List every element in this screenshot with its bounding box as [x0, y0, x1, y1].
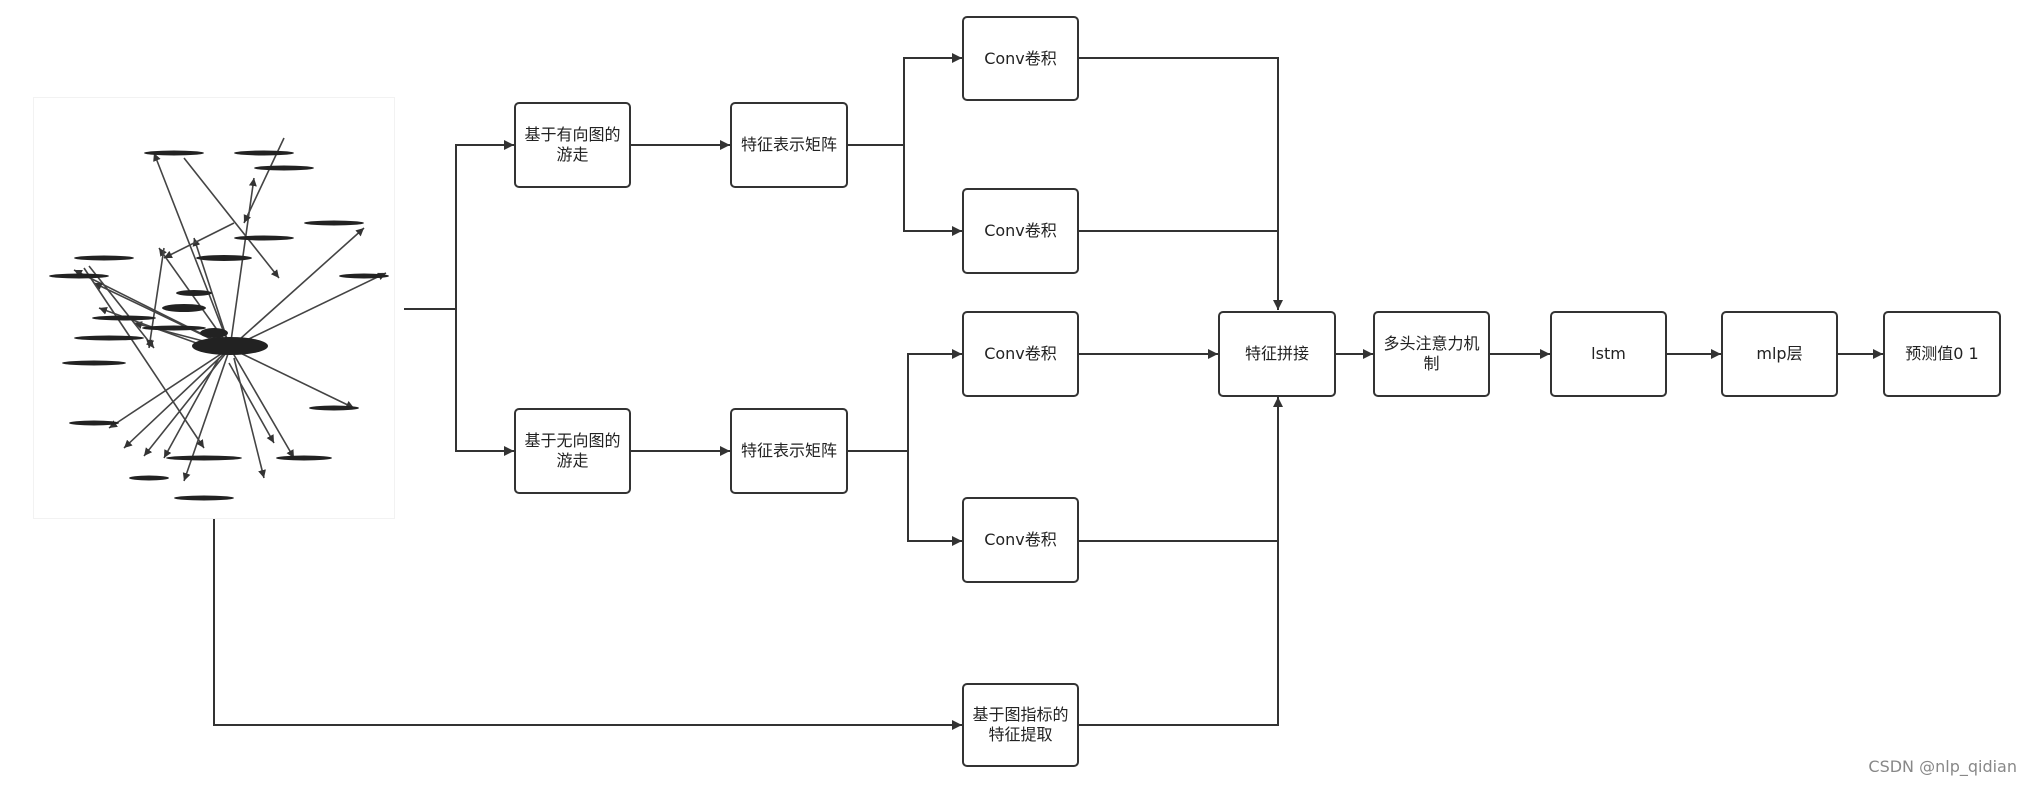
- feature-matrix-node-1[interactable]: 特征表示矩阵: [730, 102, 848, 188]
- conv-node-1[interactable]: Conv卷积: [962, 16, 1079, 101]
- walk-undirected-label: 基于无向图的游走: [524, 431, 621, 470]
- prediction-node[interactable]: 预测值0 1: [1883, 311, 2001, 397]
- lstm-label: lstm: [1591, 344, 1626, 363]
- feature-matrix-label-1: 特征表示矩阵: [740, 135, 837, 154]
- feature-concat-label: 特征拼接: [1244, 344, 1309, 363]
- edge-metric-to-concat: [1079, 397, 1283, 726]
- network-graph-drawing: [49, 137, 389, 501]
- feature-matrix-label-2: 特征表示矩阵: [740, 441, 837, 460]
- edge-split-to-walk-directed: [455, 140, 514, 309]
- prediction-label: 预测值0 1: [1905, 344, 1979, 363]
- conv-label-1: Conv卷积: [984, 48, 1057, 68]
- edge-matrix1-to-conv1: [848, 53, 962, 146]
- graph-metric-feature-label: 基于图指标的特征提取: [972, 705, 1069, 744]
- multi-head-attention-node[interactable]: 多头注意力机制: [1373, 311, 1490, 397]
- conv-label-2: Conv卷积: [984, 221, 1057, 240]
- conv-label-3: Conv卷积: [984, 344, 1057, 363]
- conv-node-2[interactable]: Conv卷积: [962, 188, 1079, 274]
- graph-metric-feature-node[interactable]: 基于图指标的特征提取: [962, 683, 1079, 767]
- walk-directed-label: 基于有向图的游走: [524, 125, 621, 164]
- conv-label-4: Conv卷积: [984, 530, 1057, 549]
- edge-split-to-walk-undirected: [455, 309, 514, 456]
- edge-matrix2-to-conv3: [848, 349, 962, 452]
- walk-directed-node[interactable]: 基于有向图的游走: [514, 102, 631, 188]
- csdn-watermark: CSDN @nlp_qidian: [1868, 757, 2017, 776]
- lstm-node[interactable]: lstm: [1550, 311, 1667, 397]
- conv-node-4[interactable]: Conv卷积: [962, 497, 1079, 583]
- feature-concat-node[interactable]: 特征拼接: [1218, 311, 1336, 397]
- conv-node-3[interactable]: Conv卷积: [962, 311, 1079, 397]
- multi-head-attention-label: 多头注意力机制: [1383, 334, 1480, 373]
- network-graph-image: [34, 98, 394, 518]
- edge-graph-to-metric: [213, 518, 962, 730]
- walk-undirected-node[interactable]: 基于无向图的游走: [514, 408, 631, 494]
- feature-matrix-node-2[interactable]: 特征表示矩阵: [730, 408, 848, 494]
- edge-conv1-to-concat: [1079, 57, 1283, 310]
- edge-matrix1-to-conv2: [903, 145, 962, 236]
- edge-matrix2-to-conv4: [907, 451, 962, 546]
- mlp-layer-label: mlp层: [1756, 344, 1803, 363]
- mlp-layer-node[interactable]: mlp层: [1721, 311, 1838, 397]
